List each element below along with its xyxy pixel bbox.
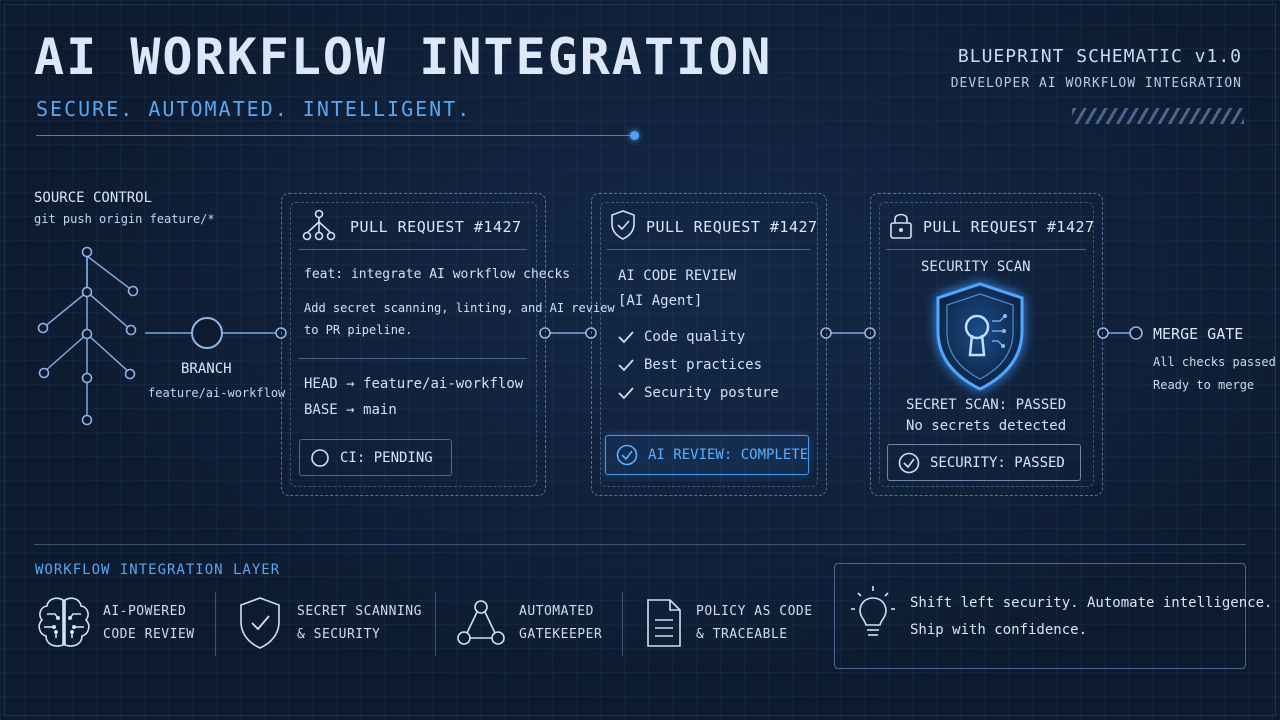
shield-check-icon xyxy=(240,597,280,649)
feature-label-line1: AI-POWERED xyxy=(103,604,187,619)
glowing-shield-keyhole-icon xyxy=(936,282,1024,391)
network-nodes-icon xyxy=(457,600,505,645)
security-status-badge[interactable]: SECURITY: PASSED xyxy=(887,444,1081,481)
tagline-panel xyxy=(834,563,1246,669)
section-divider xyxy=(34,544,1246,545)
lock-icon xyxy=(890,213,912,239)
head-value: feature/ai-workflow xyxy=(363,376,524,392)
feature-ai-review: AI-POWERED CODE REVIEW xyxy=(103,600,195,646)
ai-review-card[interactable] xyxy=(591,193,827,496)
page-subtitle: SECURE. AUTOMATED. INTELLIGENT. xyxy=(36,97,472,121)
checkmark-icon xyxy=(618,359,634,372)
branch-name: feature/ai-workflow xyxy=(148,386,286,400)
security-scan-card[interactable] xyxy=(870,193,1103,496)
commit-description-line2: to PR pipeline. xyxy=(304,323,413,337)
arrow-icon: → xyxy=(346,376,355,392)
feature-label-line2: & TRACEABLE xyxy=(696,627,788,642)
feature-label-line1: SECRET SCANNING xyxy=(297,604,422,619)
security-status-text: SECURITY: PASSED xyxy=(930,454,1065,471)
git-branch-icon xyxy=(302,209,336,241)
ai-review-status-text: AI REVIEW: COMPLETE xyxy=(648,447,809,463)
feature-automated-gatekeeper: AUTOMATED GATEKEEPER xyxy=(519,600,602,646)
branch-label: BRANCH xyxy=(181,361,232,377)
ci-status-text: CI: PENDING xyxy=(340,449,433,466)
shield-check-icon xyxy=(611,210,635,240)
brain-icon xyxy=(38,597,90,647)
check-circle-icon xyxy=(616,444,638,466)
document-icon xyxy=(647,599,681,647)
base-value: main xyxy=(363,402,397,418)
review-card-title: PULL REQUEST #1427 xyxy=(646,218,818,236)
feature-separator xyxy=(622,592,623,656)
check-label: Best practices xyxy=(644,357,763,373)
feature-label-line2: GATEKEEPER xyxy=(519,627,603,642)
pull-request-card[interactable] xyxy=(281,193,546,496)
commit-description-line1: Add secret scanning, linting, and AI rev… xyxy=(304,301,615,315)
feature-secret-scanning: SECRET SCANNING & SECURITY xyxy=(297,600,422,646)
security-scan-heading: SECURITY SCAN xyxy=(921,259,1031,275)
check-item-code-quality: Code quality xyxy=(618,329,745,345)
security-card-title: PULL REQUEST #1427 xyxy=(923,218,1095,236)
source-control-command: git push origin feature/* xyxy=(34,212,215,226)
feature-separator xyxy=(215,592,216,656)
feature-label-line2: & SECURITY xyxy=(297,627,381,642)
divider xyxy=(298,249,527,250)
feature-separator xyxy=(435,592,436,656)
pr-card-title: PULL REQUEST #1427 xyxy=(350,218,522,236)
card-inner-border xyxy=(600,202,818,487)
feature-label-line2: CODE REVIEW xyxy=(103,627,195,642)
tagline-line2: Ship with confidence. xyxy=(910,622,1088,638)
blueprint-title: BLUEPRINT SCHEMATIC v1.0 xyxy=(957,46,1242,67)
head-label: HEAD xyxy=(304,376,338,392)
ai-agent-label: [AI Agent] xyxy=(618,293,703,309)
page-title: AI WORKFLOW INTEGRATION xyxy=(34,28,773,86)
tagline-line1: Shift left security. Automate intelligen… xyxy=(910,595,1273,611)
title-underline-dot xyxy=(630,131,639,140)
merge-gate-title: MERGE GATE xyxy=(1153,325,1244,343)
check-circle-icon xyxy=(898,452,920,473)
ai-review-heading: AI CODE REVIEW xyxy=(618,268,737,284)
arrow-icon: → xyxy=(346,402,355,418)
blueprint-subtitle: DEVELOPER AI WORKFLOW INTEGRATION xyxy=(950,76,1242,91)
pending-circle-icon xyxy=(311,448,329,467)
check-item-security-posture: Security posture xyxy=(618,385,779,401)
ai-review-status-badge[interactable]: AI REVIEW: COMPLETE xyxy=(605,435,809,475)
card-inner-border xyxy=(879,202,1094,487)
ci-status-badge[interactable]: CI: PENDING xyxy=(299,439,452,476)
check-label: Security posture xyxy=(644,385,779,401)
title-underline xyxy=(36,135,634,136)
blueprint-frame xyxy=(4,4,1276,716)
secret-scan-detail: No secrets detected xyxy=(906,418,1067,434)
divider xyxy=(607,249,810,250)
feature-label-line1: POLICY AS CODE xyxy=(696,604,813,619)
lightbulb-icon xyxy=(851,586,895,636)
merge-gate-line2: Ready to merge xyxy=(1153,378,1255,392)
card-inner-border xyxy=(290,202,537,487)
divider xyxy=(886,249,1086,250)
commit-title: feat: integrate AI workflow checks xyxy=(304,267,571,282)
divider xyxy=(298,358,527,359)
base-ref-row: BASE → main xyxy=(304,402,397,418)
base-label: BASE xyxy=(304,402,338,418)
checkmark-icon xyxy=(618,387,634,400)
feature-policy-as-code: POLICY AS CODE & TRACEABLE xyxy=(696,600,813,646)
hatch-decoration xyxy=(1072,108,1244,124)
head-ref-row: HEAD → feature/ai-workflow xyxy=(304,376,523,392)
integration-layer-title: WORKFLOW INTEGRATION LAYER xyxy=(35,562,281,578)
source-control-title: SOURCE CONTROL xyxy=(34,190,153,206)
check-label: Code quality xyxy=(644,329,746,345)
merge-gate-line1: All checks passed xyxy=(1153,355,1276,369)
feature-label-line1: AUTOMATED xyxy=(519,604,594,619)
check-item-best-practices: Best practices xyxy=(618,357,762,373)
secret-scan-result: SECRET SCAN: PASSED xyxy=(906,397,1067,413)
checkmark-icon xyxy=(618,331,634,344)
